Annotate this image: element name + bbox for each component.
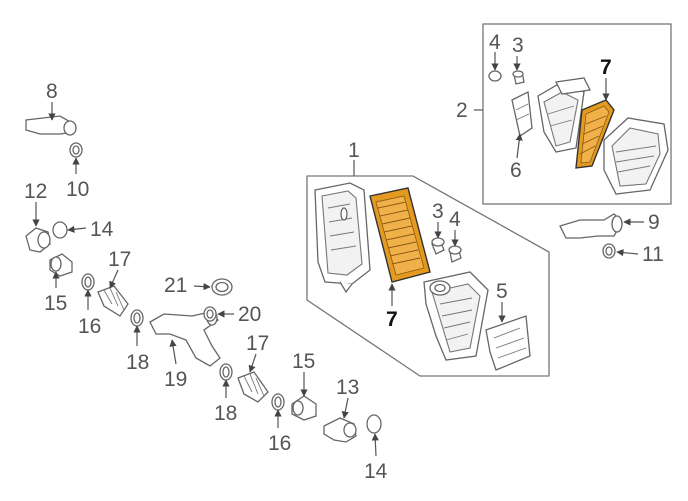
callout-5: 5 [496, 280, 508, 303]
callout-4-main: 4 [449, 208, 461, 231]
callout-3-main: 3 [432, 200, 444, 223]
intake-duct-8 [25, 115, 77, 136]
seal-20 [203, 306, 217, 322]
filter-pleats [377, 201, 421, 265]
grommet-4-main [448, 245, 462, 263]
callout-13: 13 [336, 376, 359, 399]
callout-17-right: 17 [246, 332, 269, 355]
ring-14-lower [366, 414, 382, 434]
grommet-3-main [431, 237, 445, 255]
clamp-21 [211, 278, 233, 296]
clamp-18-left [130, 309, 144, 327]
air-filter-main [369, 187, 431, 283]
bellows-17-left [97, 285, 129, 317]
callout-12: 12 [24, 180, 47, 203]
clamp-16-right [271, 393, 285, 411]
elbow-12 [25, 227, 51, 253]
callout-8: 8 [46, 80, 58, 103]
grommet-3-inset [512, 70, 525, 85]
ring-14-upper [52, 221, 68, 239]
callout-17-left: 17 [108, 248, 131, 271]
callout-15-right: 15 [292, 350, 315, 373]
callout-7-main: 7 [386, 308, 398, 331]
callout-18-right: 18 [214, 402, 237, 425]
callout-21: 21 [164, 274, 187, 297]
air-filter-inset [575, 99, 615, 169]
air-box-upper-cover [423, 271, 489, 361]
callout-14-upper: 14 [90, 218, 114, 241]
callout-2: 2 [456, 99, 468, 122]
inset-frame [482, 23, 672, 205]
clamp-18-right [219, 363, 233, 381]
callout-16-right: 16 [268, 432, 291, 455]
grommet-4-inset [488, 70, 502, 82]
leader-lines [32, 52, 644, 457]
callout-4-inset: 4 [489, 31, 501, 54]
air-box-lower-housing [314, 182, 371, 294]
callout-3-inset: 3 [512, 34, 524, 57]
bracket-5 [485, 315, 531, 371]
callout-20: 20 [238, 303, 261, 326]
assembly-frame [306, 175, 550, 377]
seal-11 [602, 243, 616, 259]
bellows-17-right [237, 371, 269, 403]
inset-bracket-6 [511, 91, 533, 138]
inset-upper-cover [603, 117, 669, 195]
callout-19: 19 [164, 368, 187, 391]
callout-15-left: 15 [44, 292, 67, 315]
clamp-16-left [81, 273, 95, 291]
callout-11: 11 [642, 243, 664, 266]
callout-10: 10 [66, 178, 89, 201]
elbow-13 [323, 417, 357, 443]
callout-6: 6 [510, 159, 522, 182]
seal-10 [69, 142, 83, 158]
intake-duct-9 [559, 213, 623, 239]
callout-18-left: 18 [126, 351, 149, 374]
callout-9: 9 [648, 211, 660, 234]
callout-7-inset: 7 [600, 56, 612, 79]
callout-labels: 1 2 4 3 6 7 7 3 4 5 8 10 12 14 15 16 17 … [24, 31, 664, 483]
callout-1: 1 [348, 139, 360, 162]
callout-14-lower: 14 [364, 460, 388, 483]
adapter-15-left [49, 253, 73, 277]
inset-cap [555, 77, 591, 95]
callout-16-left: 16 [78, 315, 101, 338]
adapter-15-right [291, 395, 317, 421]
